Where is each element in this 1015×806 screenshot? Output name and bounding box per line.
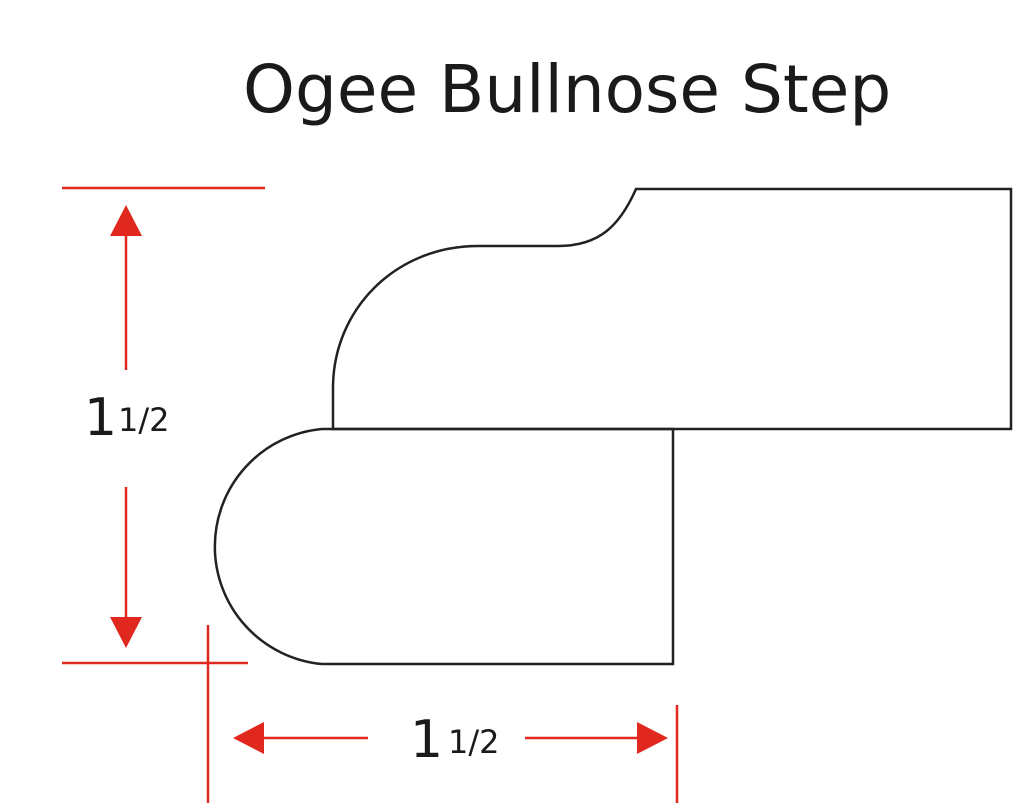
vertical-dimension-fraction: 1/2 [118,401,170,439]
arrow-up-icon [110,205,142,236]
bullnose-profile-outline [213,427,675,666]
vertical-dimension-whole: 1 [84,388,117,448]
ogee-profile-outline [331,187,1013,431]
arrow-down-icon [110,617,142,648]
horizontal-dimension-fraction: 1/2 [448,723,500,761]
arrow-left-icon [233,722,264,754]
diagram-title: Ogee Bullnose Step [243,51,891,128]
arrow-right-icon [637,722,668,754]
horizontal-dimension-whole: 1 [410,710,443,770]
